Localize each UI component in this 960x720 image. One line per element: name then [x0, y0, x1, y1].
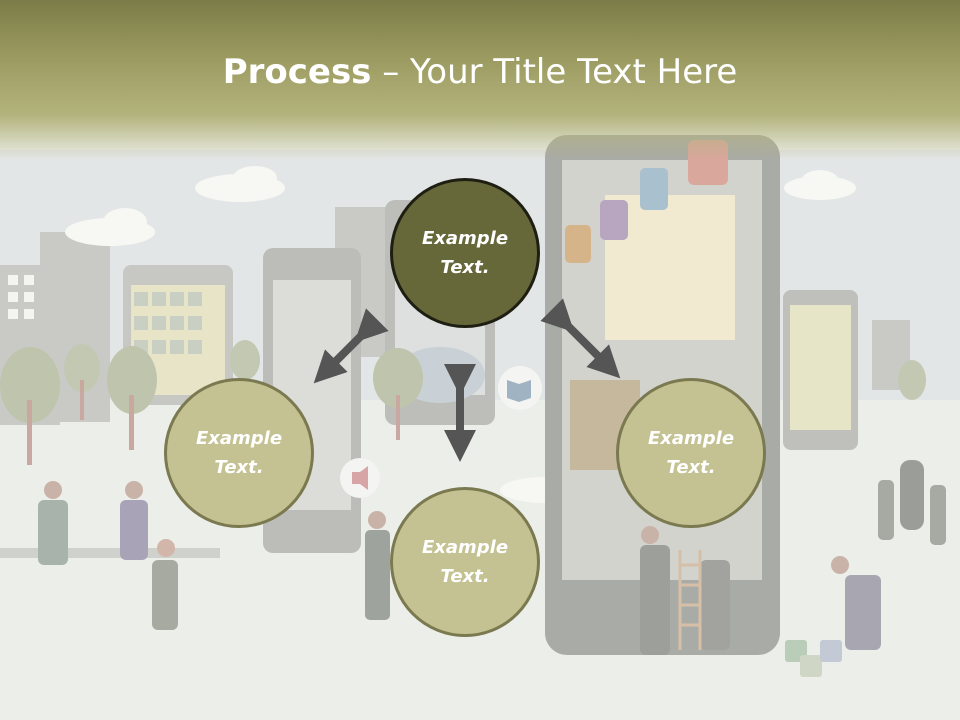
node-text: Example Text.: [648, 424, 734, 482]
node-line2: Text.: [666, 457, 716, 478]
node-text: Example Text.: [422, 224, 508, 282]
process-node-left[interactable]: Example Text.: [164, 378, 314, 528]
ladder-shape: [678, 550, 702, 650]
node-line1: Example: [421, 228, 509, 249]
node-line2: Text.: [214, 457, 264, 478]
process-node-bottom[interactable]: Example Text.: [390, 487, 540, 637]
arrow-top-right: [540, 298, 621, 379]
title-bold: Process: [222, 52, 372, 92]
arrow-top-left: [313, 308, 389, 384]
paint-bucket-shapes: [785, 640, 842, 677]
slide-title: Process – Your Title Text Here: [0, 52, 960, 92]
node-line1: Example: [647, 428, 735, 449]
node-text: Example Text.: [422, 533, 508, 591]
title-band: [0, 0, 960, 160]
process-node-right[interactable]: Example Text.: [616, 378, 766, 528]
node-line1: Example: [421, 537, 509, 558]
title-rest: – Your Title Text Here: [371, 52, 738, 92]
node-line2: Text.: [440, 566, 490, 587]
people-silhouettes: [0, 460, 946, 655]
node-text: Example Text.: [196, 424, 282, 482]
node-line2: Text.: [440, 257, 490, 278]
process-node-top[interactable]: Example Text.: [390, 178, 540, 328]
node-line1: Example: [195, 428, 283, 449]
